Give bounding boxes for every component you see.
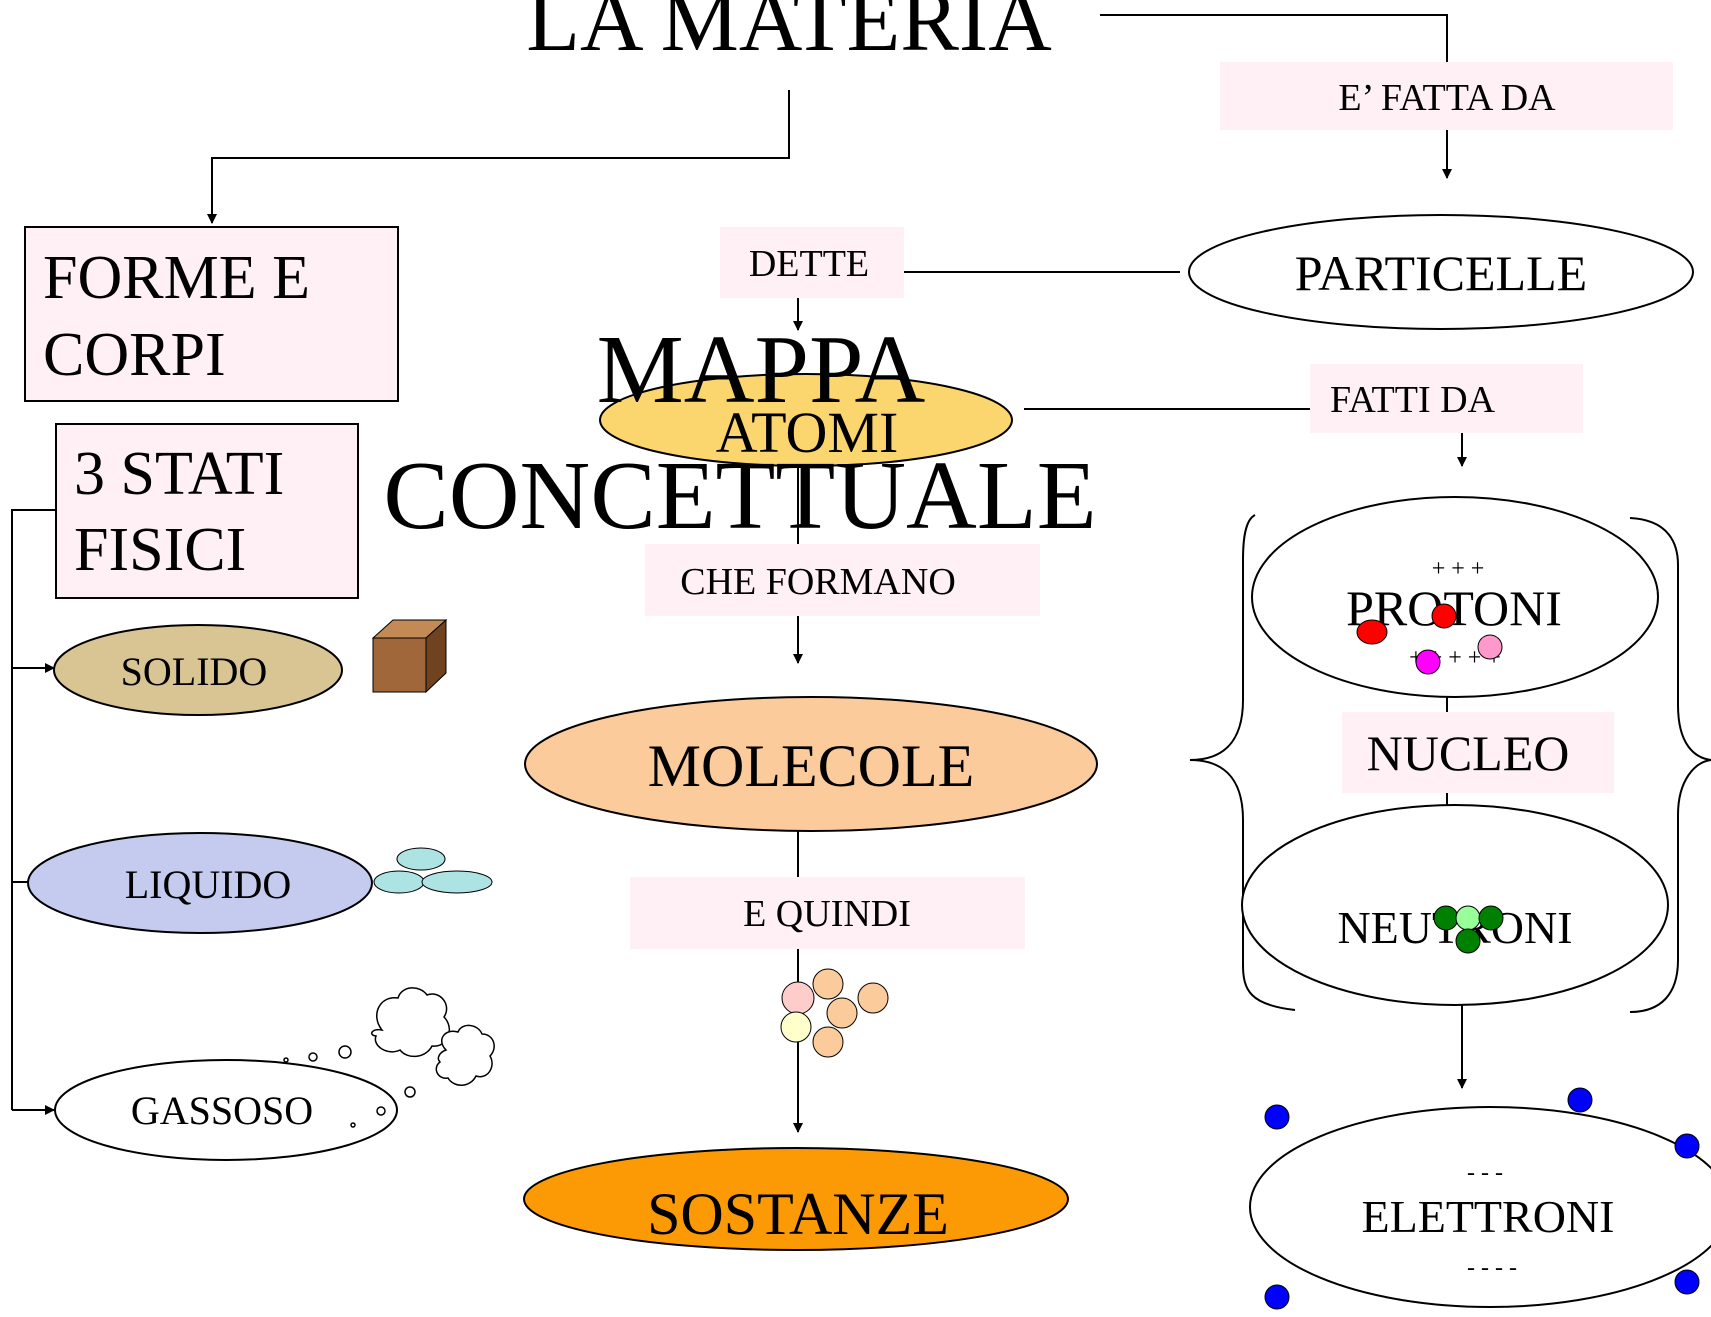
cloud-large: [370, 987, 451, 1058]
node-gassoso: [54, 1059, 398, 1161]
proton-dot: [1415, 649, 1441, 675]
node-atomi: [599, 373, 1013, 467]
neutron-dot: [1433, 905, 1459, 931]
node-solido-label: SOLIDO: [121, 649, 268, 694]
protoni-plus-top: + + +: [1432, 556, 1485, 582]
node-elettroni: [1249, 1106, 1711, 1308]
overlay-title-line2: CONCETTUALE: [383, 442, 1096, 550]
cube-front: [372, 637, 427, 693]
electron-dot: [1674, 1133, 1700, 1159]
elettroni-minus-top: - - -: [1467, 1160, 1503, 1186]
connector-materia-forme: [207, 90, 790, 224]
node-sostanze-label: SOSTANZE: [647, 1181, 949, 1247]
molecule-atom: [826, 997, 858, 1029]
node-atomi-label: ATOMI: [716, 400, 899, 465]
cloud-small: [435, 1024, 495, 1086]
overlay-title-line1: MAPPA: [597, 316, 926, 424]
water-drop: [396, 847, 446, 871]
node-sostanze: [523, 1147, 1069, 1251]
left-brace: [1189, 514, 1296, 1011]
stati-fisici-line2: FISICI: [74, 516, 246, 584]
right-brace: [1629, 517, 1711, 761]
label-box-dette: [720, 227, 904, 298]
cube-icon: [371, 618, 448, 694]
node-protoni: [1251, 496, 1659, 698]
proton-particles: [1356, 603, 1503, 675]
cloud-icon: [283, 987, 495, 1128]
water-drop: [373, 870, 425, 894]
molecule-cluster-icon: [780, 968, 889, 1058]
label-box-che-formano: [645, 544, 1040, 616]
neutron-particles: [1433, 905, 1504, 954]
forme-corpi-line1: FORME E: [43, 244, 310, 312]
neutron-dot: [1478, 905, 1504, 931]
water-drop: [421, 870, 493, 894]
cloud-bubble: [350, 1122, 356, 1128]
nucleus-brackets: [1189, 514, 1711, 1013]
connector-materia-particelle: [1100, 14, 1448, 62]
proton-dot: [1431, 603, 1457, 629]
label-box-fatti-da: [1310, 364, 1583, 433]
box-stati-fisici: [55, 423, 359, 599]
label-che-formano: CHE FORMANO: [680, 561, 956, 603]
stati-fisici-line1: 3 STATI: [74, 440, 284, 508]
node-particelle: [1188, 214, 1694, 330]
node-molecole-label: MOLECOLE: [648, 733, 975, 799]
connector-stati-branch: [11, 509, 56, 1110]
node-elettroni-label: ELETTRONI: [1362, 1191, 1615, 1242]
electron-dot: [1264, 1284, 1290, 1310]
label-fatti-da: FATTI DA: [1330, 379, 1496, 421]
node-neutroni: [1241, 804, 1669, 1006]
node-liquido-label: LIQUIDO: [125, 862, 292, 907]
electron-dot: [1264, 1104, 1290, 1130]
label-dette: DETTE: [749, 243, 869, 285]
water-drops-icon: [373, 847, 493, 894]
cube-side: [425, 618, 447, 694]
cloud-bubble: [308, 1052, 318, 1062]
molecule-atom: [781, 981, 815, 1015]
node-solido: [53, 624, 343, 716]
cloud-bubble: [376, 1106, 386, 1116]
cloud-bubble: [338, 1045, 352, 1059]
label-box-e-quindi: [630, 877, 1025, 949]
label-box-fatta-da: [1220, 62, 1673, 130]
electron-dot: [1567, 1087, 1593, 1113]
label-e-quindi: E QUINDI: [743, 893, 911, 935]
connectors: [11, 14, 1467, 1133]
node-gassoso-label: GASSOSO: [131, 1088, 313, 1133]
node-molecole: [524, 696, 1098, 832]
proton-dot: [1477, 634, 1503, 660]
electron-dot: [1674, 1269, 1700, 1295]
neutron-dot: [1455, 928, 1481, 954]
box-forme-corpi: [24, 226, 399, 402]
node-particelle-label: PARTICELLE: [1295, 245, 1587, 301]
cloud-bubble: [283, 1057, 289, 1063]
label-fatta-da: E’ FATTA DA: [1338, 77, 1556, 119]
label-box-nucleo: [1342, 712, 1614, 793]
molecule-atom: [812, 968, 844, 1000]
molecule-atom: [780, 1011, 812, 1043]
molecule-atom: [857, 982, 889, 1014]
cloud-bubble: [404, 1086, 416, 1098]
map-title: LA MATERIA: [526, 0, 1052, 70]
proton-dot: [1356, 619, 1388, 645]
node-nucleo-label: NUCLEO: [1367, 725, 1570, 781]
elettroni-minus-bottom: - - - -: [1467, 1255, 1517, 1281]
right-brace-lower: [1629, 759, 1711, 1013]
node-liquido: [27, 832, 373, 934]
electron-particles: [1264, 1087, 1700, 1310]
molecule-atom: [812, 1026, 844, 1058]
neutron-dot: [1455, 905, 1481, 931]
forme-corpi-line2: CORPI: [43, 321, 226, 389]
